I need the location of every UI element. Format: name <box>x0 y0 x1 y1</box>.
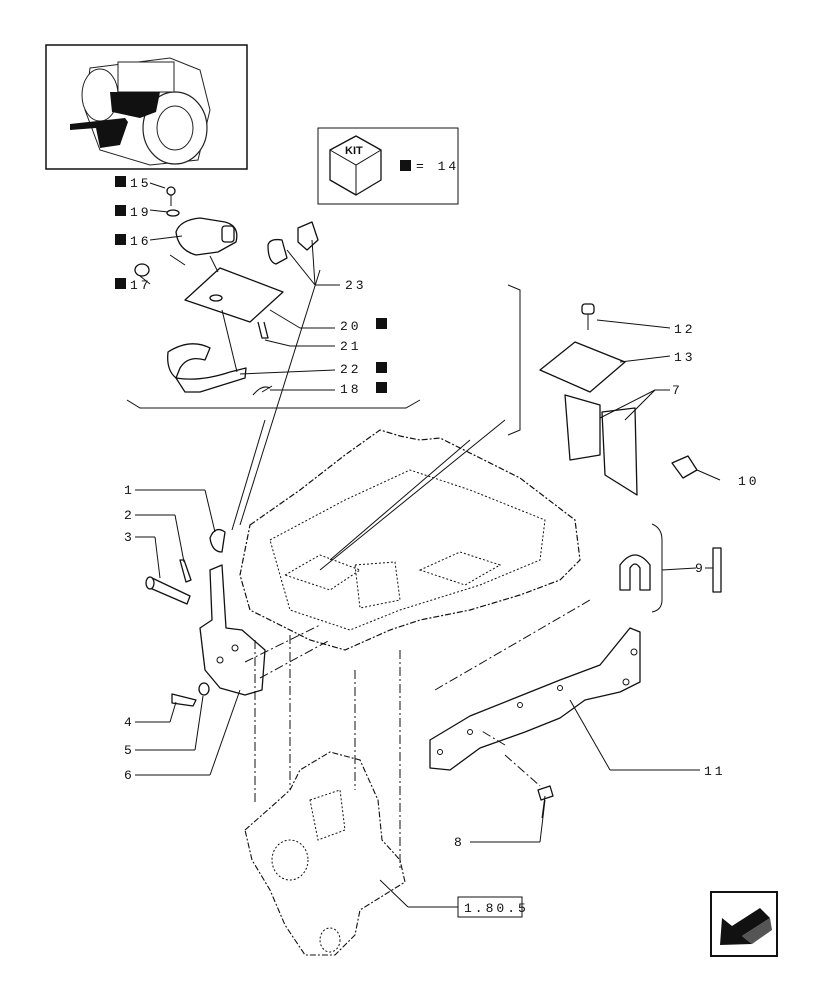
kit-marker-22 <box>376 362 387 373</box>
alignment-lines <box>244 599 591 870</box>
callout-19[interactable]: 19 <box>130 205 152 220</box>
kit-badge: KIT <box>345 145 363 157</box>
callout-5[interactable]: 5 <box>124 743 135 758</box>
sensor-assembly <box>126 186 421 409</box>
back-arrow-icon <box>720 908 772 945</box>
clip-parts <box>619 523 722 613</box>
reference-text[interactable]: 1.80.5 <box>464 901 529 916</box>
callout-20[interactable]: 20 <box>340 319 362 334</box>
bottom-housing <box>244 751 406 956</box>
kit-marker-18 <box>376 382 387 393</box>
back-arrow-button[interactable] <box>710 891 778 957</box>
kit-marker-16 <box>115 234 126 245</box>
tractor-icon <box>70 57 211 166</box>
callout-16[interactable]: 16 <box>130 234 152 249</box>
callout-12[interactable]: 12 <box>674 322 696 337</box>
callout-7[interactable]: 7 <box>672 383 683 398</box>
callout-8[interactable]: 8 <box>454 835 465 850</box>
kit-markers <box>115 176 387 393</box>
callout-13[interactable]: 13 <box>674 350 696 365</box>
kit-marker-15 <box>115 176 126 187</box>
kit-equals-text: = 14 <box>416 159 459 174</box>
kit-marker-20 <box>376 318 387 329</box>
reference-link[interactable]: 1.80.5 <box>457 896 529 918</box>
kit-marker-19 <box>115 205 126 216</box>
callout-21[interactable]: 21 <box>340 339 362 354</box>
kit-legend-box: KIT = 14 <box>317 127 459 205</box>
support-11 <box>429 627 641 819</box>
callout-22[interactable]: 22 <box>340 362 362 377</box>
left-bracket-parts <box>145 528 266 707</box>
tractor-thumbnail[interactable] <box>45 44 248 170</box>
callout-3[interactable]: 3 <box>124 530 135 545</box>
callout-23[interactable]: 23 <box>345 278 367 293</box>
front-frame <box>239 429 581 651</box>
callout-labels: 15 19 16 17 23 20 21 22 18 12 13 7 10 9 … <box>124 176 760 850</box>
callout-6[interactable]: 6 <box>124 768 135 783</box>
top-right-parts <box>507 284 698 496</box>
callout-18[interactable]: 18 <box>340 382 362 397</box>
callout-4[interactable]: 4 <box>124 715 135 730</box>
callout-9[interactable]: 9 <box>695 561 706 576</box>
callout-17[interactable]: 17 <box>130 278 152 293</box>
leader-lines <box>135 182 721 908</box>
callout-1[interactable]: 1 <box>124 483 135 498</box>
callout-10[interactable]: 10 <box>738 474 760 489</box>
kit-marker-17 <box>115 278 126 289</box>
kit-marker-square <box>400 160 411 171</box>
callout-11[interactable]: 11 <box>704 764 726 779</box>
callout-15[interactable]: 15 <box>130 176 152 191</box>
callout-2[interactable]: 2 <box>124 508 135 523</box>
